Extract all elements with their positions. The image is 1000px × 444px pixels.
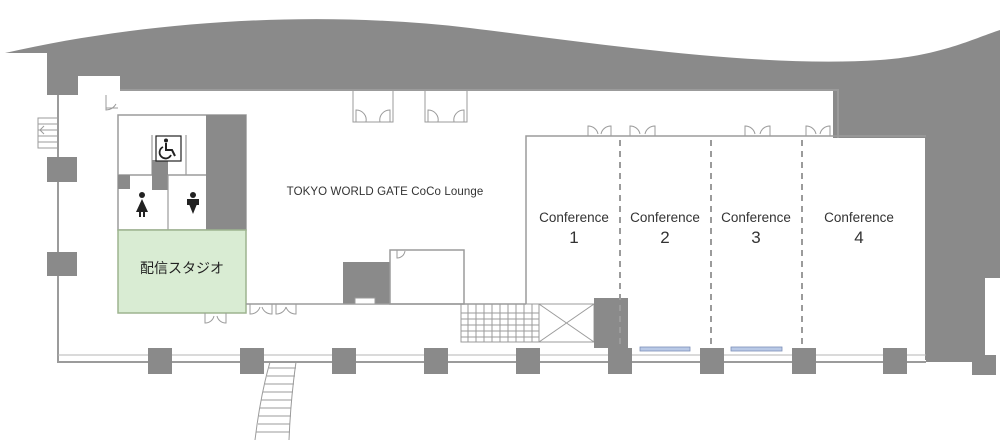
corridor-doors (204, 304, 297, 324)
west-stairs (37, 117, 59, 149)
conference-number: 1 (569, 227, 579, 247)
entrance-stairs (254, 361, 297, 441)
streaming-studio-room (117, 229, 247, 314)
pillar (47, 157, 77, 182)
east-wall (926, 90, 984, 362)
bottom-pillars (148, 348, 907, 374)
conference-room-2: Conference 2 (620, 210, 710, 248)
conference-name: Conference (539, 210, 609, 225)
window-strip (639, 346, 691, 352)
lounge-label: TOKYO WORLD GATE CoCo Lounge (286, 186, 484, 198)
restroom-block (117, 114, 247, 231)
internal-stairs (460, 303, 595, 343)
conference-room-3: Conference 3 (711, 210, 801, 248)
conference-room-1: Conference 1 (529, 210, 619, 248)
female-restroom-icon (136, 192, 148, 217)
conference-name: Conference (630, 210, 700, 225)
east-pillar (972, 355, 996, 375)
pillar (47, 252, 77, 276)
exterior-roof (5, 19, 1000, 360)
core-wall (594, 298, 628, 348)
male-restroom-icon (187, 192, 199, 214)
lounge-doors (105, 89, 468, 123)
conference-number: 2 (660, 227, 670, 247)
studio-label: 配信スタジオ (140, 260, 224, 276)
conference-name: Conference (721, 210, 791, 225)
wheelchair-icon (155, 135, 182, 162)
conference-doors (587, 125, 831, 136)
conference-block (525, 135, 926, 348)
window-strip (730, 346, 783, 352)
service-rooms (246, 249, 526, 305)
conference-number: 3 (751, 227, 761, 247)
conference-room-4: Conference 4 (814, 210, 904, 248)
conference-number: 4 (854, 227, 864, 247)
conference-name: Conference (824, 210, 894, 225)
